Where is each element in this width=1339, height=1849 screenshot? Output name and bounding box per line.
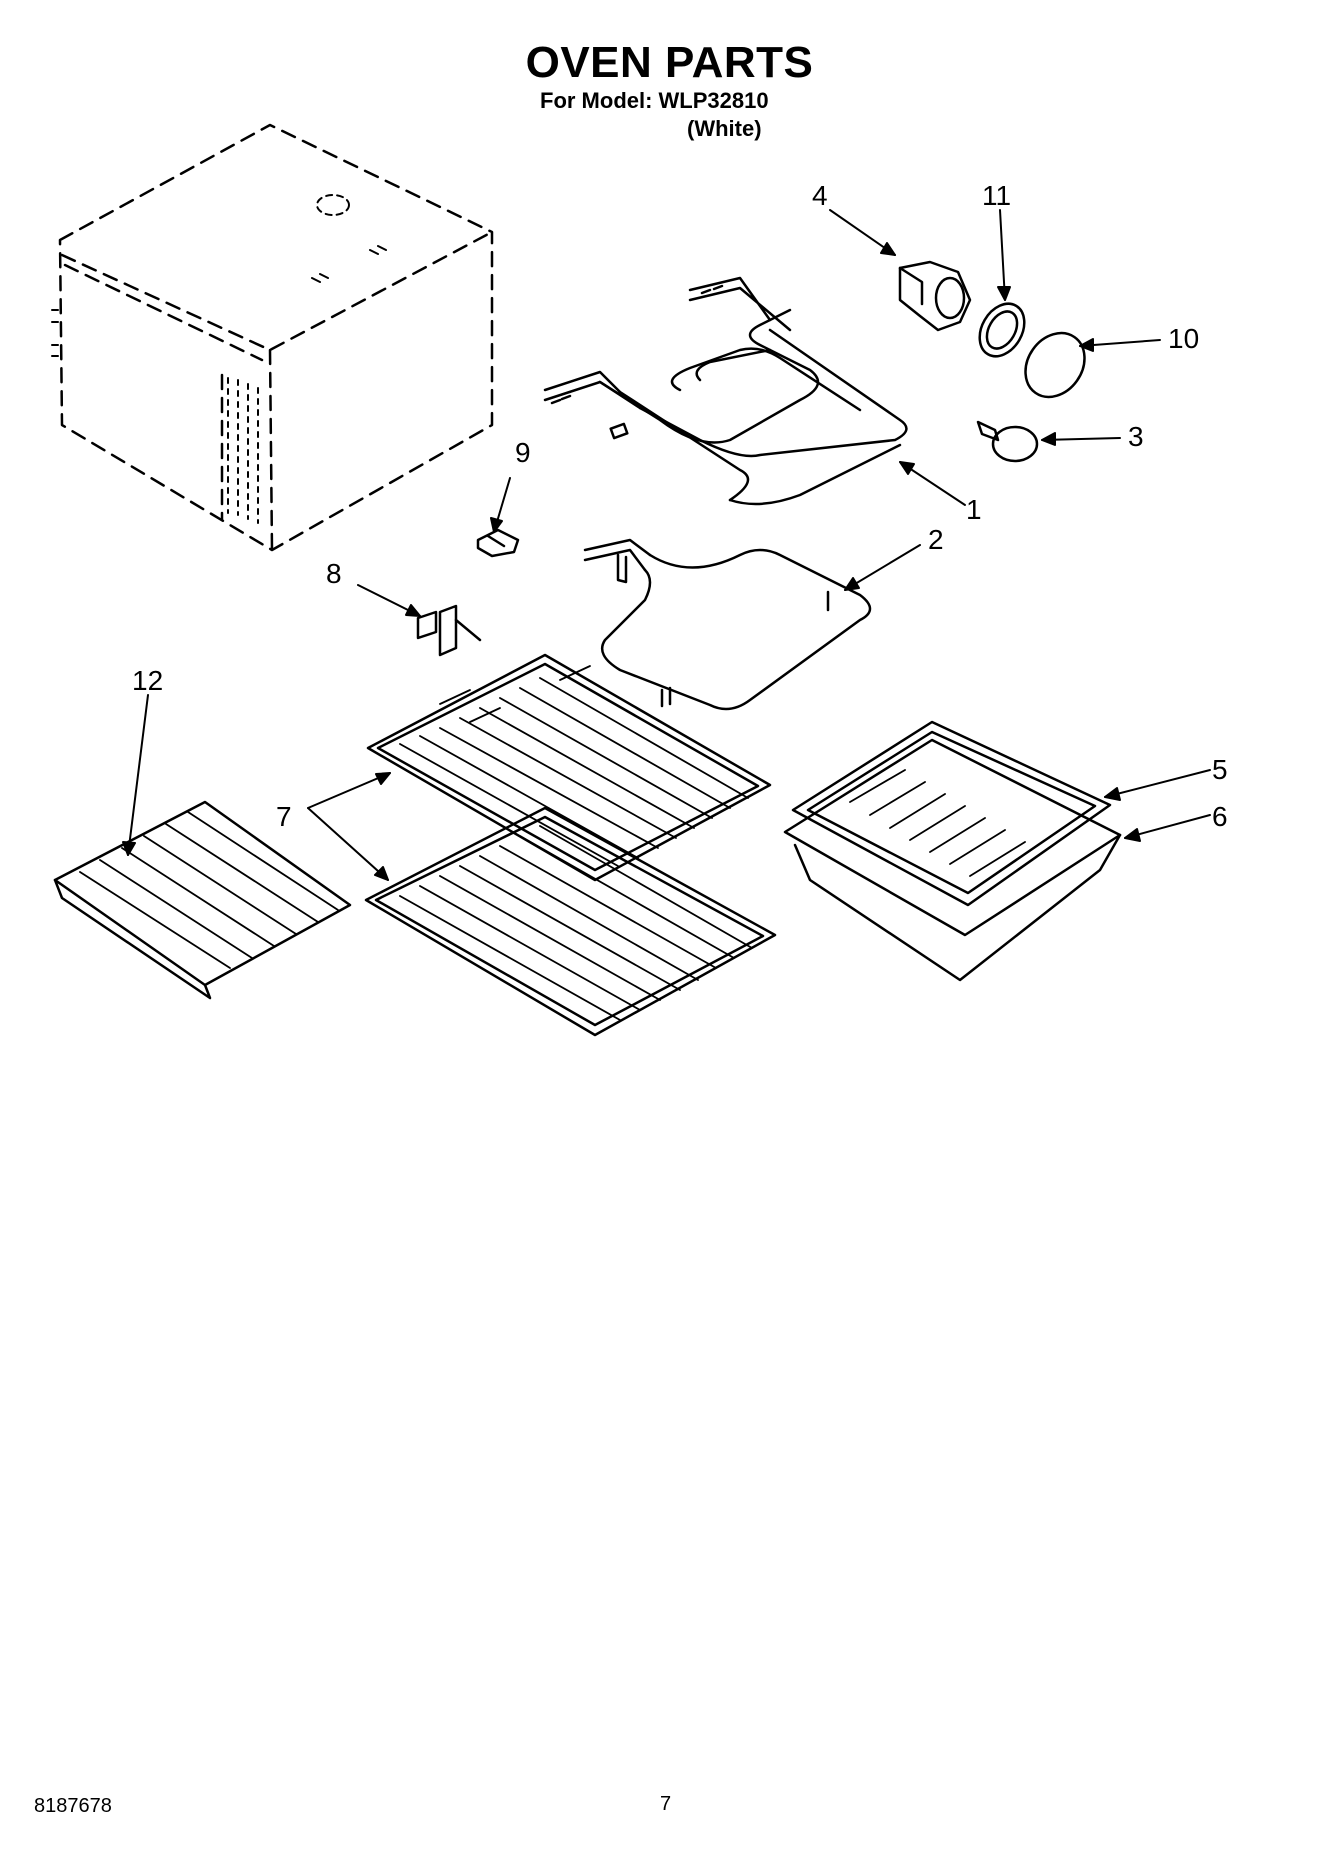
- leader-lines: [122, 209, 1211, 881]
- callout-7: 7: [276, 801, 292, 832]
- callout-12: 12: [132, 665, 163, 696]
- part-oven-rack-lower: [364, 806, 777, 1037]
- part-light-bulb: [976, 420, 1039, 463]
- model-line: For Model: WLP32810: [540, 88, 769, 113]
- callout-3: 3: [1128, 421, 1144, 452]
- part-rack-liner: [53, 800, 352, 1000]
- color-line: (White): [687, 116, 762, 141]
- callout-10: 10: [1168, 323, 1199, 354]
- oven-cavity-details: [51, 194, 387, 524]
- oven-cavity-outline: [58, 123, 494, 552]
- part-bracket: [416, 604, 482, 657]
- callout-6: 6: [1212, 801, 1228, 832]
- callout-9: 9: [515, 437, 531, 468]
- page-title: OVEN PARTS: [525, 38, 814, 87]
- page-number: 7: [660, 1793, 672, 1815]
- callout-11: 11: [982, 180, 1011, 211]
- callout-2: 2: [928, 524, 944, 555]
- part-light-lens: [1024, 331, 1086, 399]
- part-oven-rack-upper: [366, 653, 772, 882]
- callout-labels: 1 2 3 4 5 6 7 8 9 10 11 12: [132, 180, 1228, 832]
- callout-8: 8: [326, 558, 342, 589]
- part-broiler-pan: [783, 738, 1122, 982]
- document-number: 8187678: [34, 1795, 112, 1817]
- part-light-socket: [898, 260, 972, 332]
- part-clip: [476, 528, 520, 558]
- callout-5: 5: [1212, 754, 1228, 785]
- callout-4: 4: [812, 180, 828, 211]
- part-gasket: [978, 302, 1026, 358]
- callout-1: 1: [966, 494, 982, 525]
- part-broil-element: [543, 276, 908, 506]
- part-bake-element: [583, 538, 872, 711]
- part-broiler-grid: [791, 720, 1112, 907]
